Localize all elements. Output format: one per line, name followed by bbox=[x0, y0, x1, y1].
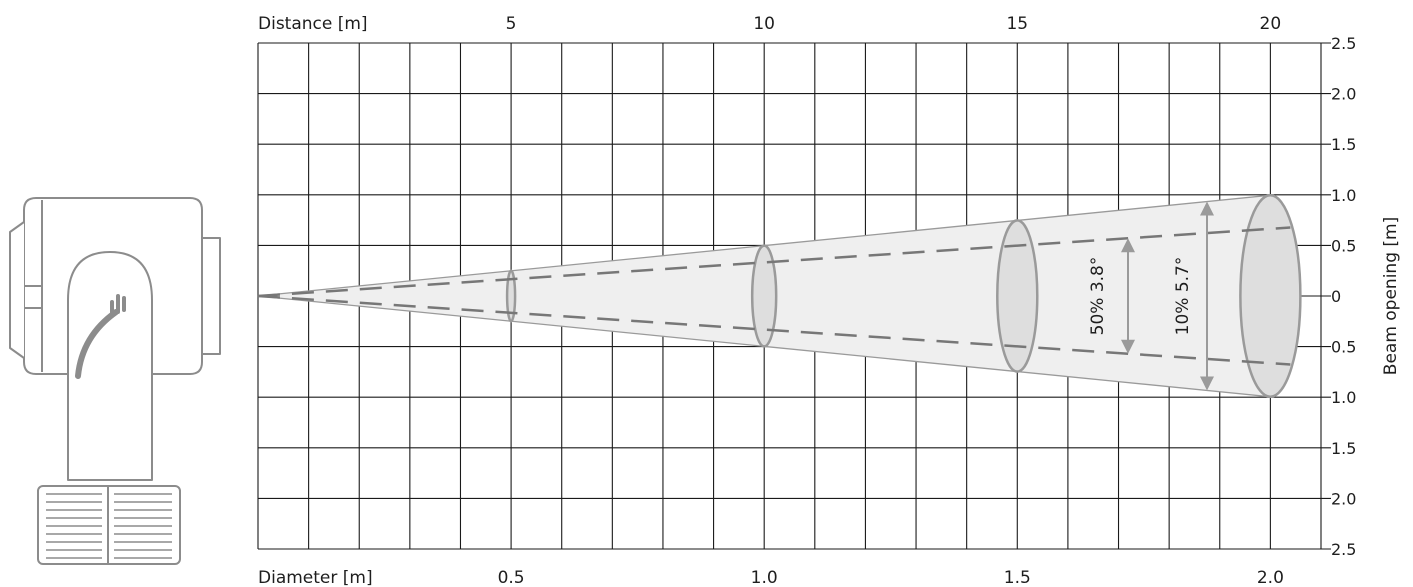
beam-opening-tick-label: 2.5 bbox=[1331, 540, 1356, 559]
arrow-head-down-icon bbox=[1121, 339, 1135, 354]
diameter-tick-label: 2.0 bbox=[1257, 568, 1284, 587]
beam-opening-tick-label: 2.5 bbox=[1331, 34, 1356, 53]
distance-axis-title: Distance [m] bbox=[258, 14, 368, 34]
beam-angle-label: 50% 3.8° bbox=[1088, 257, 1108, 336]
beam-cross-section bbox=[1239, 193, 1302, 399]
beam-opening-tick-label: 1.0 bbox=[1331, 186, 1356, 205]
beam-angle-arrow bbox=[1121, 238, 1135, 354]
beam-angle-dashed-line bbox=[257, 226, 1291, 298]
distance-tick-label: 10 bbox=[753, 14, 775, 34]
moving-head-fixture-icon bbox=[9, 197, 221, 565]
beam-opening-tick-label: 1.5 bbox=[1331, 135, 1356, 154]
beam-cone bbox=[257, 193, 1302, 399]
beam-opening-tick-label: 0.5 bbox=[1331, 236, 1356, 255]
beam-opening-tick-label: 2.0 bbox=[1331, 85, 1356, 104]
arrow-head-up-icon bbox=[1121, 238, 1135, 253]
field-angle-arrow bbox=[1200, 201, 1214, 391]
arrow-head-down-icon bbox=[1200, 376, 1214, 391]
beam-cross-section bbox=[505, 269, 517, 323]
arrow-head-up-icon bbox=[1200, 201, 1214, 216]
beam-opening-tick-label: 0 bbox=[1331, 287, 1341, 306]
beam-cross-section bbox=[750, 244, 778, 348]
field-angle-label: 10% 5.7° bbox=[1173, 257, 1193, 336]
distance-tick-label: 15 bbox=[1006, 14, 1028, 34]
diameter-tick-label: 0.5 bbox=[498, 568, 525, 587]
beam-opening-tick-label: 0.5 bbox=[1331, 338, 1356, 357]
diameter-tick-label: 1.5 bbox=[1004, 568, 1031, 587]
axis-labels: Distance [m] Diameter [m] Beam opening [… bbox=[258, 14, 1401, 587]
beam-opening-tick-label: 2.0 bbox=[1331, 489, 1356, 508]
distance-tick-label: 5 bbox=[506, 14, 517, 34]
beam-opening-tick-label: 1.5 bbox=[1331, 439, 1356, 458]
diameter-tick-label: 1.0 bbox=[751, 568, 778, 587]
beam-opening-tick-label: 1.0 bbox=[1331, 388, 1356, 407]
beam-cross-section bbox=[996, 219, 1039, 373]
distance-tick-label: 20 bbox=[1260, 14, 1282, 34]
diameter-axis-title: Diameter [m] bbox=[258, 568, 373, 587]
beam-opening-axis-title: Beam opening [m] bbox=[1381, 217, 1401, 375]
beam-angle-dashed-line bbox=[257, 294, 1291, 366]
